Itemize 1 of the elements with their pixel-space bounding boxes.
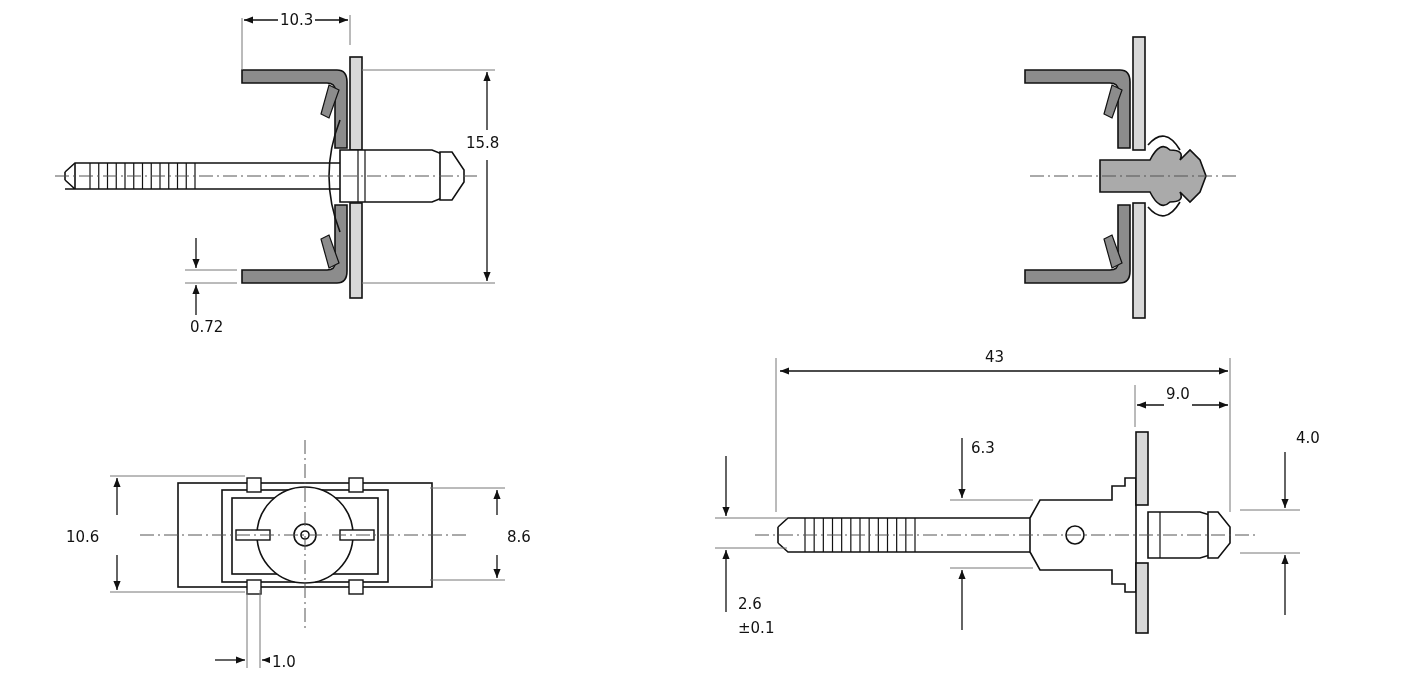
dimension-label: 2.6 ±0.1: [737, 594, 776, 639]
